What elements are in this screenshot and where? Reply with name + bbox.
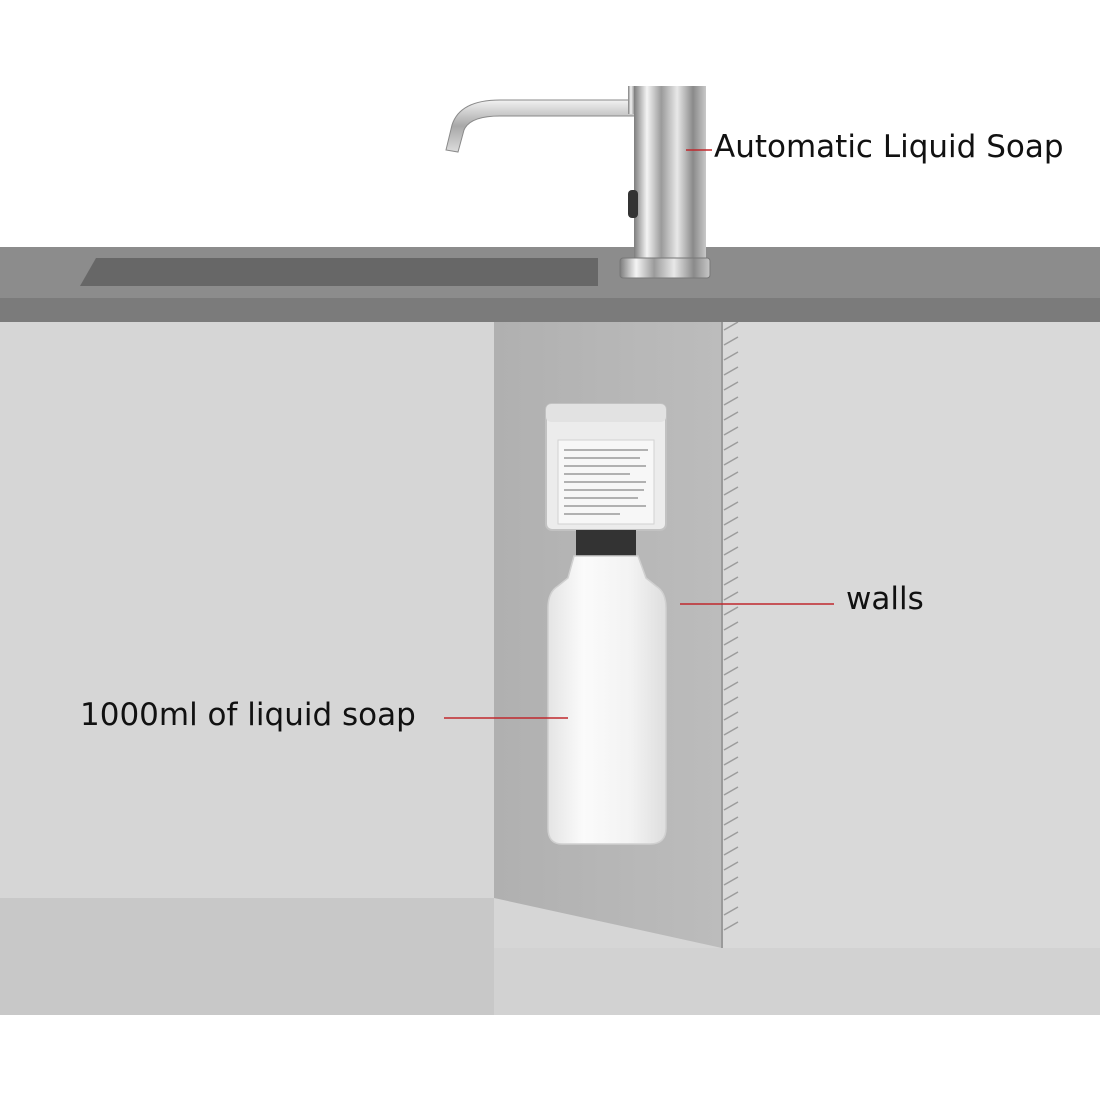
sink-opening: [80, 258, 598, 286]
walls-label: walls: [846, 581, 924, 617]
cabinet-floor: [0, 898, 494, 1015]
liquid-soap-volume-label: 1000ml of liquid soap: [80, 697, 416, 733]
pump-unit-icon: [545, 403, 667, 556]
soap-bottle-icon: [547, 555, 667, 845]
automatic-liquid-soap-label: Automatic Liquid Soap: [714, 129, 1064, 165]
cabinet-right-area: [722, 322, 1100, 1015]
soap-dispenser-icon: [445, 86, 711, 279]
wall-hatching: [723, 321, 739, 931]
cabinet-floor-right: [494, 948, 1100, 1015]
countertop-front-edge: [0, 298, 1100, 322]
